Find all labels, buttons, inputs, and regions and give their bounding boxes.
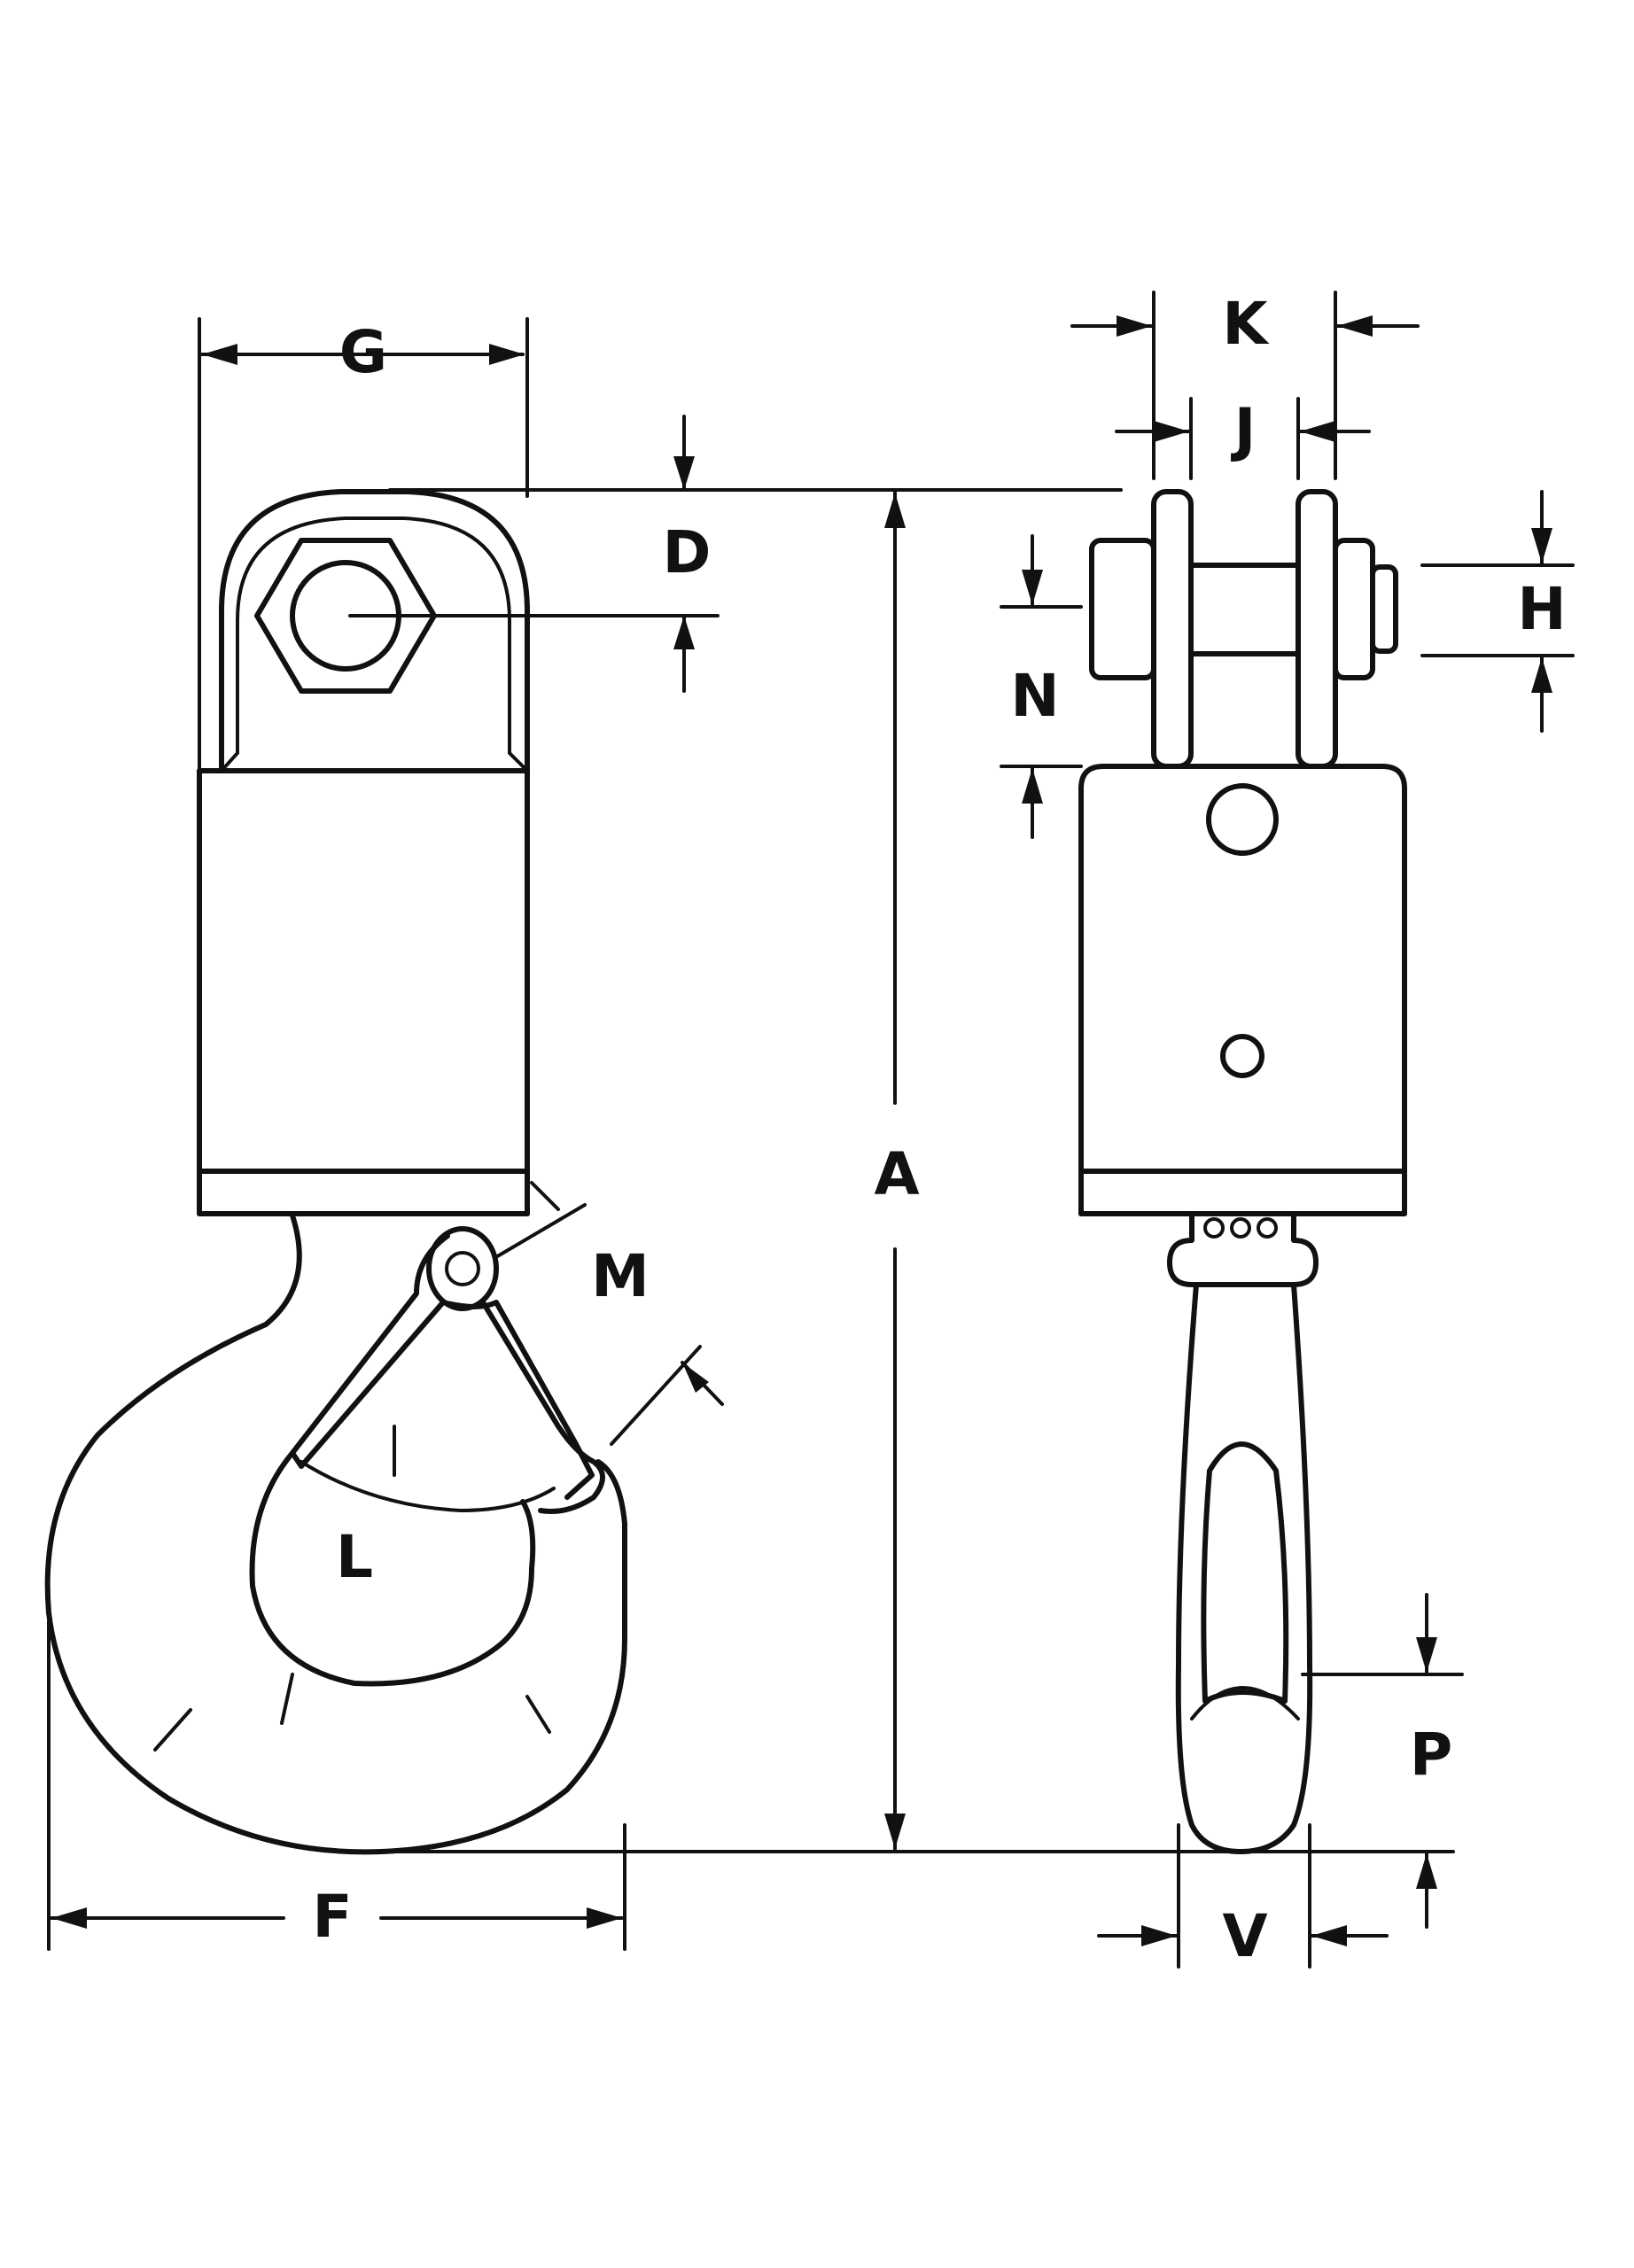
label-f: F — [312, 1883, 352, 1951]
label-n: N — [1010, 662, 1059, 730]
label-a: A — [874, 1140, 919, 1208]
label-h: H — [1517, 575, 1566, 643]
front-bottom-plate — [1078, 1169, 1407, 1216]
front-hook-inner — [1201, 1441, 1289, 1704]
dimension-line-m — [530, 1181, 560, 1211]
dimension-lines — [47, 291, 1575, 1969]
bottom-plate — [197, 1169, 530, 1216]
bolt-head — [1089, 538, 1156, 680]
safety-latch — [290, 1233, 595, 1500]
bolt-nut — [1333, 538, 1375, 680]
extension-line — [610, 1345, 702, 1446]
front-hook-outline — [1175, 1282, 1313, 1854]
hook-inner-rim — [300, 1460, 556, 1513]
dimension-labels: G D A M L F K J H N P V — [312, 290, 1566, 1970]
tick-mark — [280, 1673, 294, 1725]
hook-outline — [44, 1213, 627, 1855]
clevis-ear-left — [1151, 489, 1194, 769]
latch-pivot-pin — [445, 1251, 480, 1286]
bolt-tail — [1370, 564, 1398, 654]
lug-inner-outline — [220, 517, 529, 773]
label-m: M — [591, 1242, 650, 1310]
front-view — [1078, 489, 1407, 1854]
front-hook-tip — [1190, 1686, 1300, 1720]
label-j: J — [1231, 396, 1257, 464]
latch-pivot — [426, 1226, 499, 1311]
swivel-bearing — [1167, 1213, 1319, 1287]
clevis-ear-right — [1296, 489, 1338, 769]
label-l: L — [336, 1523, 373, 1591]
label-v: V — [1222, 1902, 1267, 1970]
body-hole-large — [1206, 783, 1279, 856]
hook-throat-outline — [249, 1450, 536, 1687]
bearing-ball — [1257, 1217, 1278, 1239]
label-d: D — [663, 518, 712, 586]
latch-arm — [480, 1300, 605, 1514]
front-body-outline — [1078, 764, 1407, 1216]
label-g: G — [339, 318, 387, 386]
hex-nut — [254, 538, 437, 694]
bearing-ball — [1230, 1217, 1251, 1239]
label-k: K — [1222, 290, 1270, 358]
extension-line — [493, 1203, 587, 1260]
tick-mark — [525, 1695, 551, 1734]
clevis-bolt — [1188, 563, 1301, 656]
tick-mark — [153, 1708, 192, 1751]
body-hole-small — [1220, 1034, 1264, 1078]
side-view — [44, 489, 627, 1855]
block-body-outline — [197, 489, 530, 1216]
bearing-ball — [1203, 1217, 1225, 1239]
label-p: P — [1410, 1720, 1452, 1789]
